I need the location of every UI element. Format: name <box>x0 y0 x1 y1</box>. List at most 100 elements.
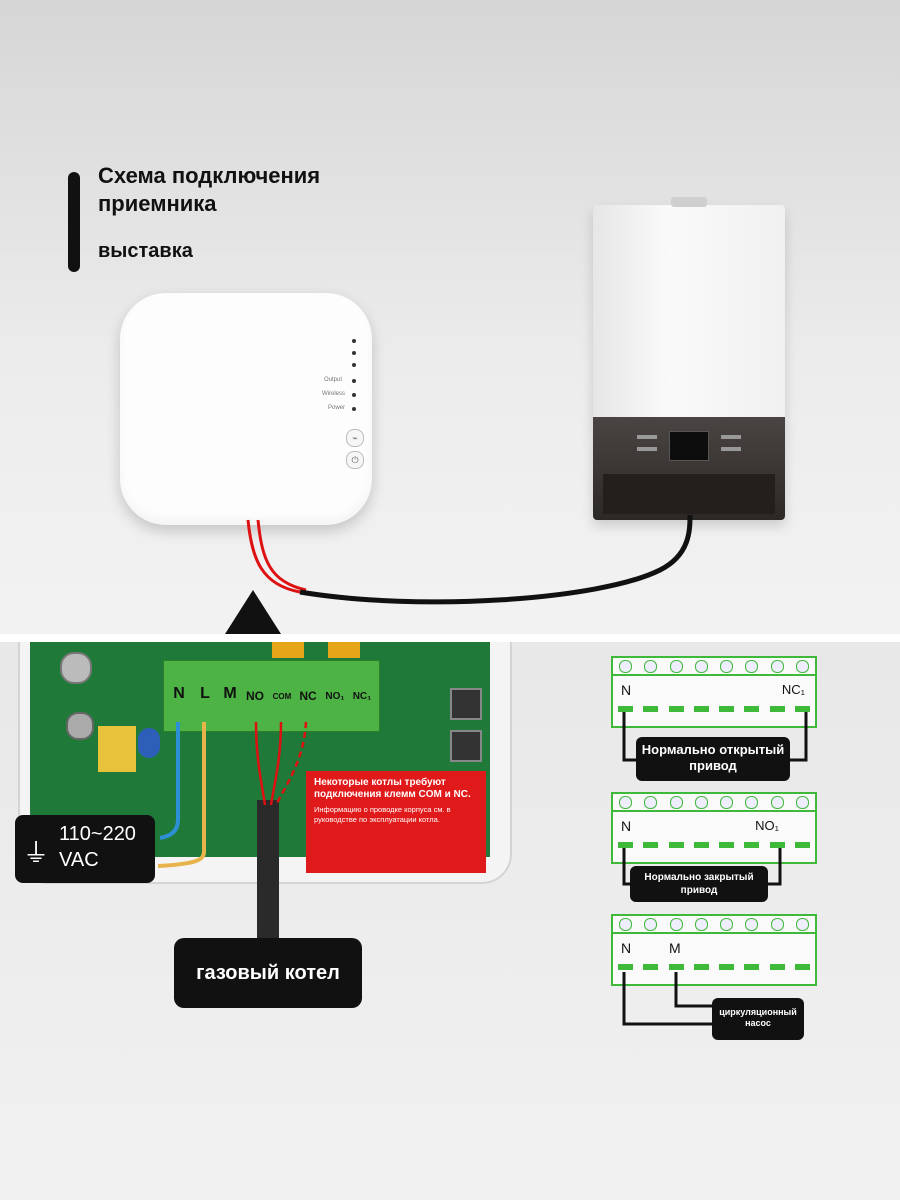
label-normally-open-actuator: Нормально открытый привод <box>636 737 790 781</box>
contact-icon <box>618 842 634 848</box>
screw-row <box>613 916 815 934</box>
capacitor-icon <box>66 712 94 740</box>
title-line-2: приемника <box>98 191 217 216</box>
section-divider <box>0 634 900 642</box>
cable-black <box>299 514 693 605</box>
screw-icon <box>644 795 658 809</box>
terminal-nc: NC <box>299 689 317 703</box>
screw-icon <box>720 659 734 673</box>
screw-icon <box>669 795 683 809</box>
varistor-icon <box>138 728 160 758</box>
relay-icon <box>328 642 360 658</box>
page-title: Схема подключения приемника <box>98 162 320 218</box>
screw-icon <box>745 659 759 673</box>
screw-icon <box>770 795 784 809</box>
contact-icon <box>744 842 760 848</box>
contact-icon <box>668 964 684 970</box>
boiler-button <box>637 447 657 451</box>
warning-title: Некоторые котлы требуют подключения клем… <box>314 777 471 800</box>
terminal-no1: NO₁ <box>325 691 345 702</box>
screw-icon <box>644 659 658 673</box>
contact-icon <box>769 842 785 848</box>
plug-icon: ⏚ <box>23 838 50 868</box>
screw-row <box>613 658 815 676</box>
pointer-arrow <box>225 590 281 634</box>
cable-red-1 <box>246 519 301 594</box>
terminal-n: N <box>173 685 185 702</box>
indicator-label-power: Power <box>328 405 346 411</box>
contact-icon <box>719 842 735 848</box>
boiler-button <box>721 447 741 451</box>
contact-icon <box>693 706 709 712</box>
indicator-dot <box>352 407 356 411</box>
wire-red-no <box>254 721 267 806</box>
power-unit: VAC <box>59 849 99 871</box>
screw-icon <box>694 659 708 673</box>
screw-icon <box>694 795 708 809</box>
gas-boiler-label: газовый котел <box>174 938 362 1008</box>
warning-note: Некоторые котлы требуют подключения клем… <box>306 771 486 873</box>
contact-row <box>613 706 815 714</box>
screw-icon <box>669 659 683 673</box>
power-button-icon: ⏻ <box>346 451 364 469</box>
relay-icon <box>272 642 304 658</box>
contact-icon <box>769 964 785 970</box>
boiler-control-panel <box>593 417 785 520</box>
boiler-display <box>669 431 709 461</box>
screw-icon <box>720 917 734 931</box>
screw-icon <box>720 795 734 809</box>
title-accent-bar <box>68 172 80 272</box>
indicator-dot <box>352 351 356 355</box>
upper-cable-svg <box>225 514 693 634</box>
strip-terminal-n: N <box>621 940 632 956</box>
screw-icon <box>745 917 759 931</box>
screw-icon <box>694 917 708 931</box>
screw-icon <box>795 795 809 809</box>
strip-terminal-left: N <box>621 818 632 834</box>
strip-terminal-m: M <box>669 940 681 956</box>
indicator-label-output: Output <box>324 377 343 383</box>
page-subtitle: выставка <box>98 240 193 262</box>
contact-icon <box>794 706 810 712</box>
screw-icon <box>619 917 633 931</box>
pair-button-icon: ⌁ <box>346 429 364 447</box>
contact-icon <box>719 706 735 712</box>
contact-icon <box>744 706 760 712</box>
contact-icon <box>693 842 709 848</box>
boiler-button <box>721 435 741 439</box>
indicator-label-wireless: Wireless <box>322 391 346 397</box>
gas-boiler-image <box>593 197 785 520</box>
indicator-dot <box>352 363 356 367</box>
contact-icon <box>643 842 659 848</box>
boiler-lower-cover <box>603 473 775 514</box>
indicator-dot <box>352 393 356 397</box>
contact-row <box>613 842 815 850</box>
warning-body: Информацию о проводке корпуса см. в руко… <box>314 805 451 824</box>
contact-icon <box>794 964 810 970</box>
contact-icon <box>693 964 709 970</box>
strip-terminal-right: NC₁ <box>781 682 805 697</box>
contact-icon <box>719 964 735 970</box>
push-button-icon <box>450 730 482 762</box>
screw-icon <box>619 659 633 673</box>
screw-icon <box>770 659 784 673</box>
label-normally-closed-actuator: Нормально закрытый привод <box>630 866 768 902</box>
boiler-flue <box>671 197 707 207</box>
terminal-l: L <box>200 685 210 702</box>
contact-icon <box>794 842 810 848</box>
contact-icon <box>769 706 785 712</box>
wire-red-com <box>269 721 283 806</box>
push-button-icon <box>450 688 482 720</box>
terminal-block: N L M NO COM NC NO₁ NC₁ <box>163 660 380 732</box>
capacitor-icon <box>60 652 92 684</box>
wire-blue-n <box>159 722 180 840</box>
screw-icon <box>669 917 683 931</box>
contact-icon <box>618 706 634 712</box>
terminal-com: COM <box>272 692 292 701</box>
contact-row <box>613 964 815 972</box>
screw-icon <box>619 795 633 809</box>
wiring-strip-normally-closed: N NO₁ <box>611 792 817 864</box>
